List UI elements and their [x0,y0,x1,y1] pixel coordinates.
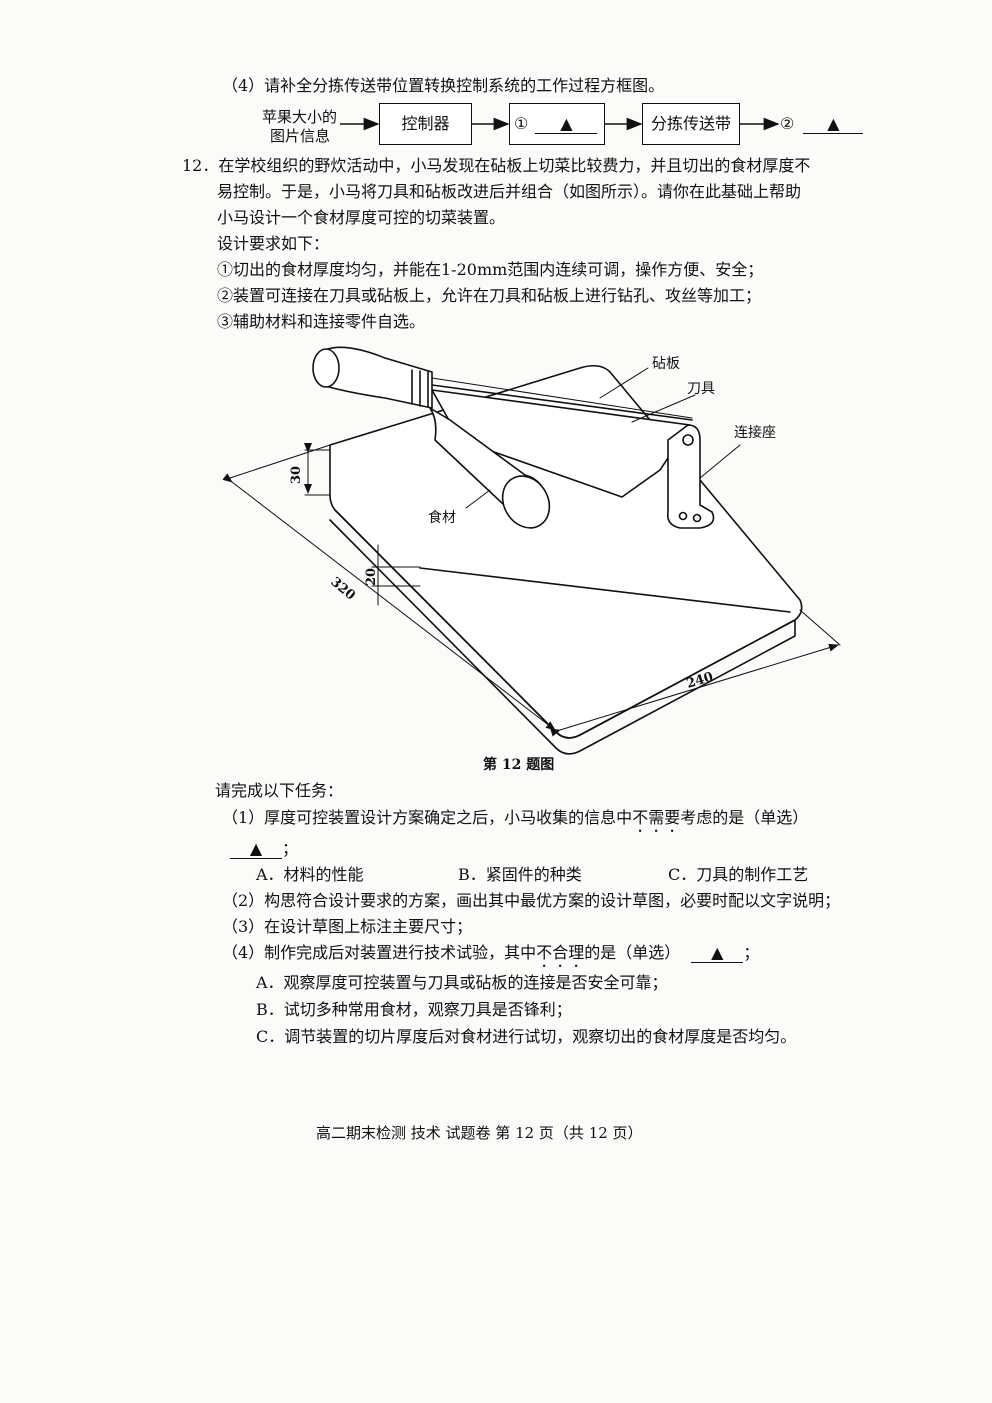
task-4-answer-end: ； [743,943,760,962]
flow-box-conveyor-label: 分拣传送带 [650,114,731,133]
q12-req3: ③辅助材料和连接零件自选。 [217,312,426,331]
knife-back-edge-2 [431,377,693,419]
q12-req-title: 设计要求如下： [217,234,330,253]
dim-extension-line-3 [799,609,841,646]
q12-req2: ②装置可连接在刀具或砧板上，允许在刀具和砧板上进行钻孔、攻丝等加工； [217,286,762,305]
leader-food [465,489,491,509]
knife-handle-end [312,348,340,388]
q12-line2: 易控制。于是，小马将刀具和砧板改进后并组合（如图所示）。请你在此基础上帮助 [217,182,802,201]
task-1-answer-end: ； [282,839,299,858]
q12-line1: 12．在学校组织的野炊活动中，小马发现在砧板上切菜比较费力，并且切出的食材厚度不 [182,156,811,175]
task-1-text-a: （1）厚度可控装置设计方案确定之后，小马收集的信息中 [222,808,633,827]
flow-output: ② ▲ [780,113,864,135]
label-seat: 连接座 [734,424,776,441]
dim-line-240 [550,643,839,737]
label-board: 砧板 [652,356,680,372]
dim-text-320: 320 [327,575,357,604]
task-4-emphasis: 不合理 [536,943,585,962]
task-3: （3）在设计草图上标注主要尺寸； [222,917,473,936]
task-1-answer: ▲； [230,838,298,860]
leader-knife [631,394,696,423]
flow-box-controller-label: 控制器 [401,114,450,133]
task-4-answer-blank[interactable]: ▲ [691,944,744,963]
flow-blank-1-answer[interactable]: ▲ [535,115,598,134]
dim-text-20: 20 [364,568,379,586]
dim-text-30: 30 [289,466,304,484]
flow-input-line1: 苹果大小的 [262,108,338,126]
q12-line3: 小马设计一个食材厚度可控的切菜装置。 [217,208,506,227]
knife-back-edge [431,384,693,421]
flow-arrows [340,117,780,131]
task-4-text-b: 的是（单选） [584,943,681,962]
seat-hole-1 [678,511,688,521]
task-1-option-b: B．紧固件的种类 [458,865,582,884]
seat-pivot-hole [682,434,694,446]
task-1-emphasis: 不需要 [632,808,681,827]
q11-4-text: （4）请补全分拣传送带位置转换控制系统的工作过程方框图。 [222,76,665,95]
tasks-intro: 请完成以下任务： [215,781,344,800]
flow-box-blank-1: ① ▲ [509,103,605,145]
figure-caption: 第 12 题图 [483,757,555,773]
task-4-option-c: C．调节装置的切片厚度后对食材进行试切，观察切出的食材厚度是否均匀。 [256,1027,797,1046]
dim-line-320 [222,473,556,731]
q12-req1: ①切出的食材厚度均匀，并能在1-20mm范围内连续可调，操作方便、安全； [217,260,764,279]
task-1-option-c: C．刀具的制作工艺 [668,865,809,884]
task-4: （4）制作完成后对装置进行技术试验，其中不合理的是（单选） ▲； [222,942,759,971]
flow-blank-2-answer[interactable]: ▲ [803,115,864,134]
task-1-option-a: A．材料的性能 [256,865,364,884]
flow-box-controller: 控制器 [379,103,472,145]
leader-seat [699,444,741,479]
task-1: （1）厚度可控装置设计方案确定之后，小马收集的信息中不需要考虑的是（单选） [222,807,808,836]
task-2: （2）构思符合设计要求的方案，画出其中最优方案的设计草图，必要时配以文字说明； [222,891,841,910]
task-4-option-b: B．试切多种常用食材，观察刀具是否锋利； [256,1000,572,1019]
flow-blank-1-number: ① [514,114,529,133]
task-1-text-b: 考虑的是（单选） [680,808,809,827]
page-footer: 高二期末检测 技术 试题卷 第 12 页（共 12 页） [316,1124,643,1142]
task-4-text-a: （4）制作完成后对装置进行技术试验，其中 [222,943,537,962]
label-food: 食材 [428,509,456,526]
flow-input-line2: 图片信息 [270,127,331,145]
task-4-option-a: A．观察厚度可控装置与刀具或砧板的连接是否安全可靠； [256,973,668,992]
connecting-seat [666,424,715,529]
task-1-answer-blank[interactable]: ▲ [230,840,282,859]
flow-box-conveyor: 分拣传送带 [642,103,740,145]
flow-output-number: ② [780,114,795,133]
leader-board [599,367,649,399]
seat-hole-2 [692,513,702,523]
label-knife: 刀具 [687,381,715,397]
cutting-device-figure: 砧板 刀具 连接座 食材 30 20 320 240 [222,346,841,755]
